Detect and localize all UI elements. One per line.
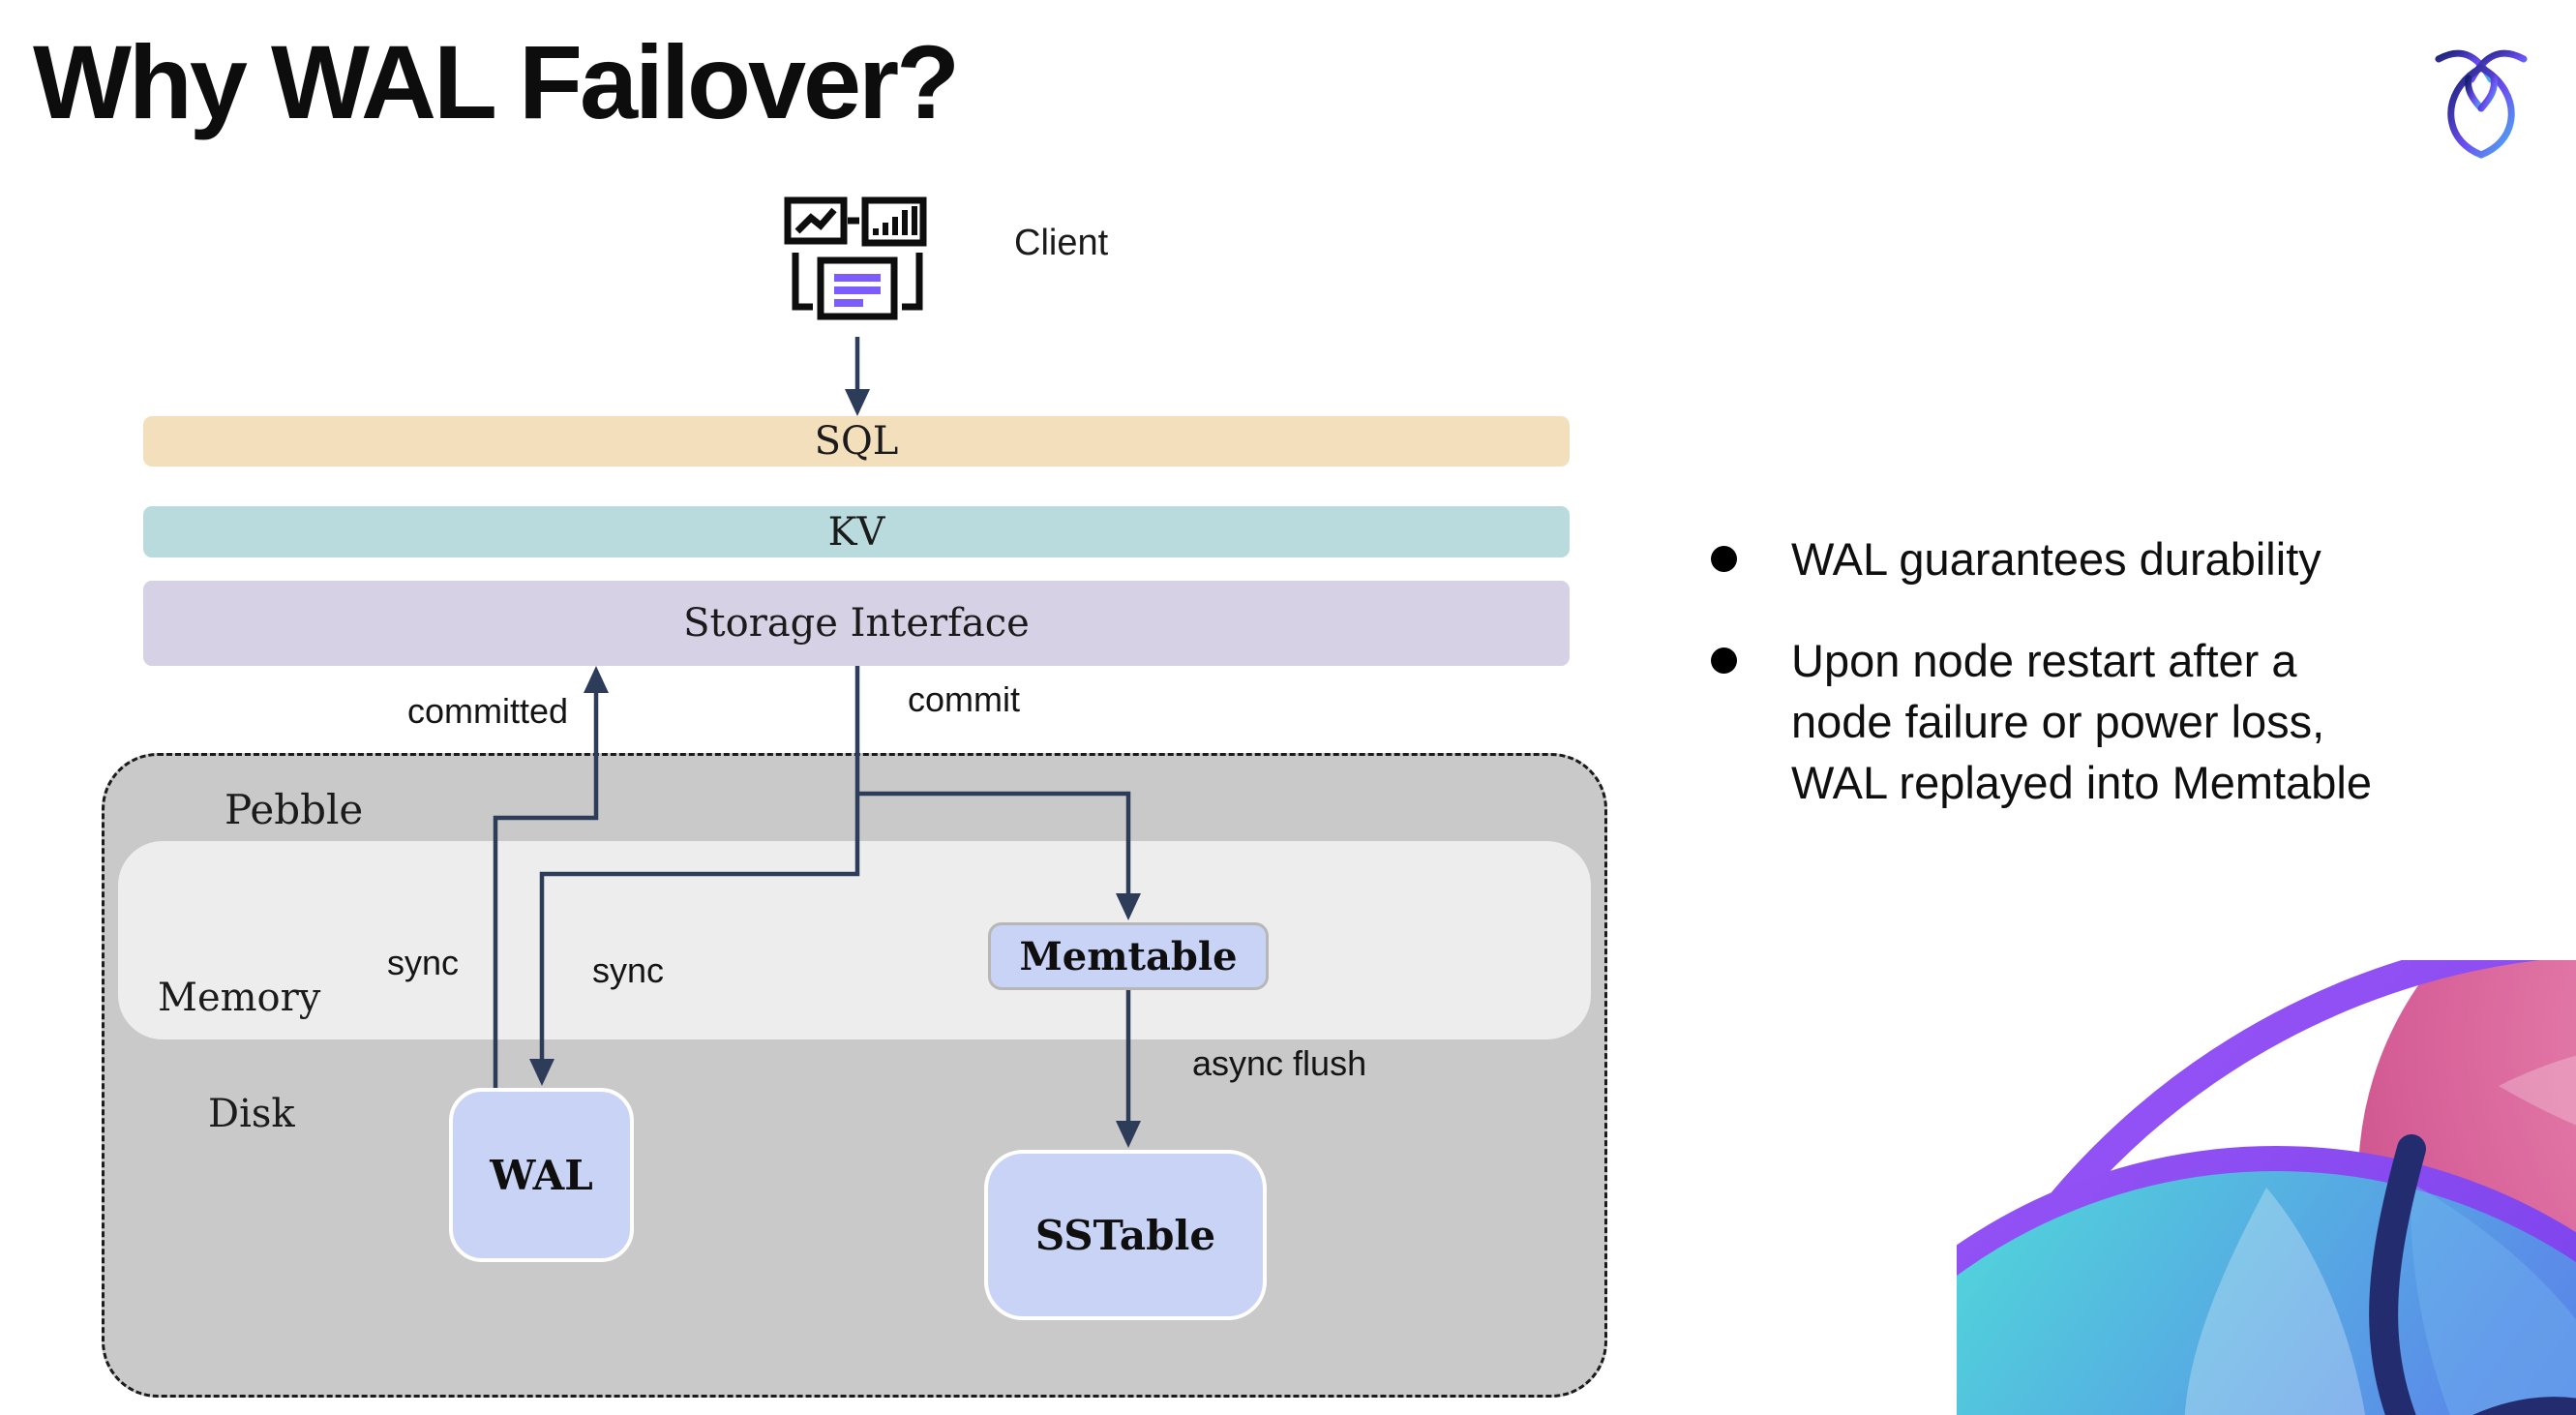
sync-left-label: sync — [387, 943, 460, 982]
bullet-list: WAL guarantees durability Upon node rest… — [1711, 528, 2562, 854]
memtable-node: Memtable — [988, 922, 1269, 990]
disk-label: Disk — [208, 1092, 295, 1136]
memory-band — [118, 841, 1591, 1039]
wal-label: WAL — [490, 1151, 593, 1199]
wal-node: WAL — [449, 1088, 634, 1262]
sync-right-label: sync — [592, 950, 665, 990]
pebble-label: Pebble — [225, 786, 364, 833]
async-flush-label: async flush — [1192, 1043, 1367, 1083]
layer-sql-label: SQL — [814, 419, 899, 464]
layer-storage-interface: Storage Interface — [143, 581, 1570, 666]
client-icon — [784, 196, 927, 320]
page-title: Why WAL Failover? — [33, 23, 960, 140]
sstable-node: SSTable — [984, 1150, 1267, 1320]
arrowhead-committed — [584, 666, 609, 693]
cockroachdb-logo-icon — [2435, 49, 2528, 159]
arrowhead-sql — [845, 389, 870, 416]
memory-label: Memory — [158, 976, 321, 1020]
bullet-text: WAL guarantees durability — [1791, 533, 2321, 585]
bullet-dot — [1711, 647, 1737, 674]
commit-label: commit — [908, 679, 1020, 719]
layer-sql: SQL — [143, 416, 1570, 467]
client-label: Client — [1014, 223, 1109, 263]
committed-label: committed — [407, 691, 569, 731]
layer-kv: KV — [143, 506, 1570, 557]
bullet-text: Upon node restart after a node failure o… — [1791, 635, 2372, 808]
layer-storage-label: Storage Interface — [683, 601, 1030, 646]
sstable-label: SSTable — [1034, 1211, 1216, 1259]
bullet-item: WAL guarantees durability — [1711, 528, 2562, 589]
bullet-dot — [1711, 546, 1737, 572]
bullet-item: Upon node restart after a node failure o… — [1711, 630, 2562, 813]
memtable-label: Memtable — [1019, 933, 1238, 979]
brand-decoration — [1957, 960, 2576, 1415]
layer-kv-label: KV — [827, 509, 885, 555]
